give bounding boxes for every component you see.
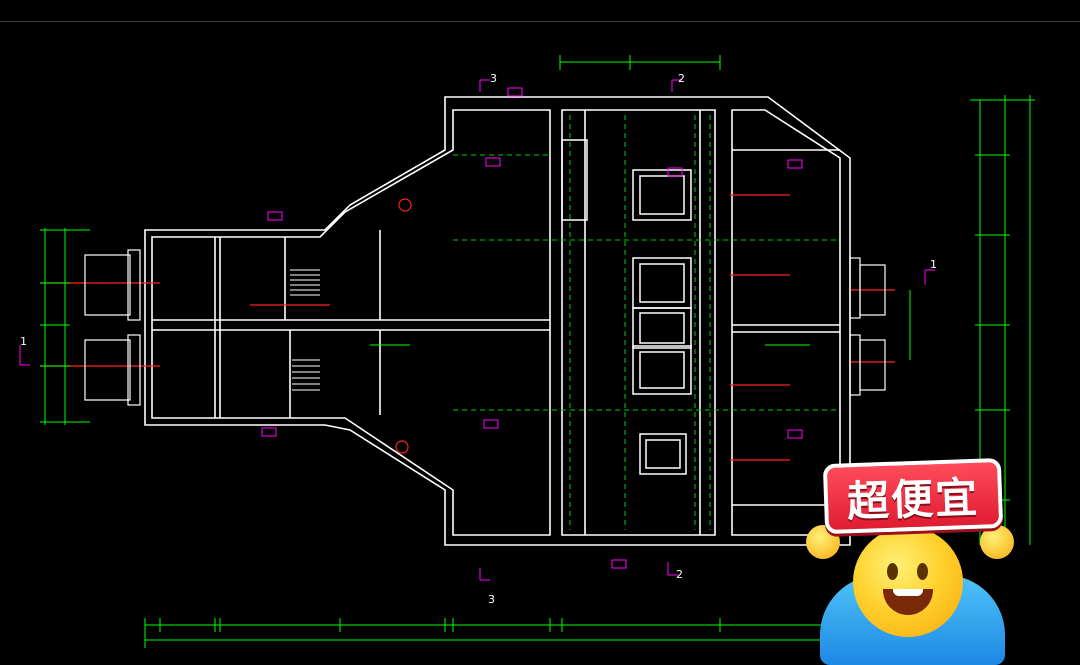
pipes xyxy=(40,194,895,461)
window-top-border xyxy=(0,21,1080,22)
promo-badge-text: 超便宜 xyxy=(846,472,980,526)
pump-frames xyxy=(561,139,692,475)
emoji-left-eye xyxy=(887,563,898,580)
smiling-face-icon xyxy=(853,527,963,637)
section-label-left: 1 xyxy=(20,335,27,348)
annotation-ticks xyxy=(19,79,935,581)
promo-badge: 超便宜 xyxy=(822,457,1004,535)
emoji-right-eye xyxy=(917,563,928,580)
section-label-right: 1 xyxy=(930,258,937,271)
stairs xyxy=(290,269,320,391)
section-label-top-right: 2 xyxy=(678,72,685,85)
inlet-outlet-pipes xyxy=(84,249,886,406)
emoji-right-hand xyxy=(980,525,1014,559)
promo-sticker: 超便宜 xyxy=(800,455,1030,665)
section-label-bottom-left: 3 xyxy=(488,593,495,606)
section-label-top-left: 3 xyxy=(490,72,497,85)
section-label-bottom-right: 2 xyxy=(676,568,683,581)
emoji-mouth xyxy=(883,589,933,615)
building-outline xyxy=(144,96,851,546)
dashed-lines xyxy=(453,115,840,530)
section-labels: 3 2 3 2 1 1 xyxy=(20,72,937,606)
